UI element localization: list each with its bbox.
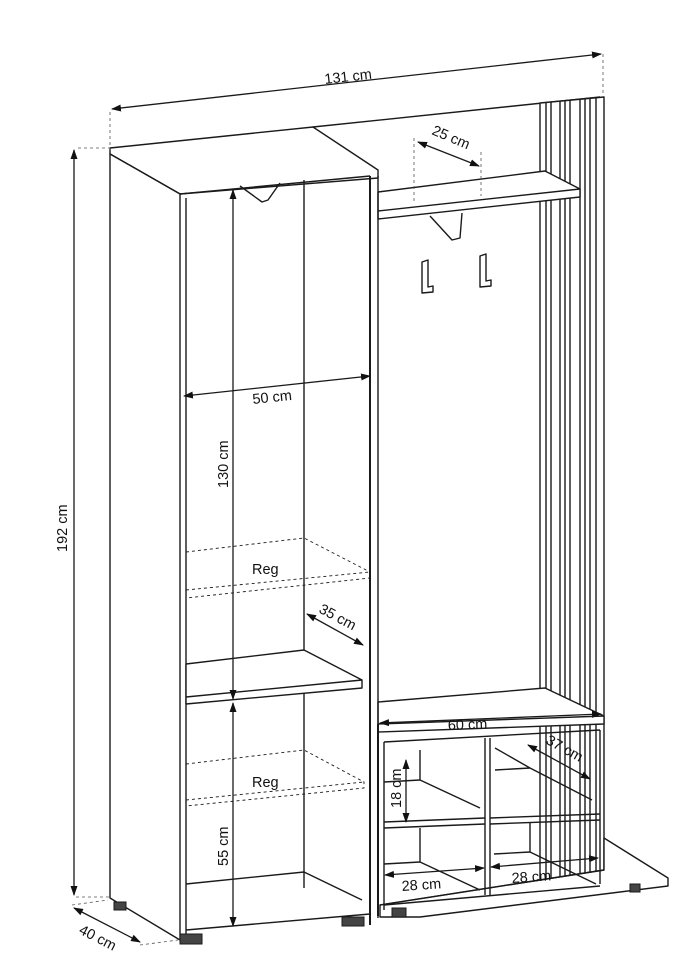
foot-rear — [629, 883, 641, 893]
dim-hat-shelf-depth: 25 cm — [417, 123, 480, 167]
dim-cubby-right-width: 28 cm — [490, 855, 599, 887]
adjustable-shelf-upper — [185, 537, 371, 599]
dim-wardrobe-width-label: 50 cm — [252, 388, 293, 408]
dim-wardrobe-upper-height-label: 130 cm — [216, 440, 232, 488]
dim-bench-width: 60 cm — [379, 710, 602, 734]
wardrobe — [109, 126, 379, 945]
dim-bench-width-label: 60 cm — [448, 717, 488, 734]
dim-cubby-height: 18 cm — [389, 759, 410, 823]
dim-wardrobe-lower-height-label: 55 cm — [216, 827, 232, 867]
coat-hook-left — [421, 259, 434, 294]
foot-bench — [391, 907, 407, 918]
dim-wardrobe-width: 50 cm — [183, 373, 371, 408]
dim-cubby-right-width-label: 28 cm — [511, 868, 552, 887]
dim-cubby-left-width: 28 cm — [384, 865, 485, 895]
dim-total-width-label: 131 cm — [324, 67, 373, 88]
adjustable-shelf-lower — [185, 749, 365, 807]
dim-total-height: 192 cm — [55, 147, 110, 898]
dim-total-height-label: 192 cm — [55, 504, 71, 552]
dim-wardrobe-lower-height: 55 cm — [216, 702, 237, 927]
floor-plinth — [379, 837, 669, 918]
dim-cubby-height-label: 18 cm — [389, 769, 405, 809]
dim-total-width: 131 cm — [109, 51, 604, 150]
adjustable-shelf-lower-label: Reg — [252, 775, 279, 791]
dim-wardrobe-upper-height: 130 cm — [216, 189, 237, 700]
dim-wardrobe-shelf-depth: 35 cm — [306, 601, 364, 646]
foot-front-right — [341, 916, 365, 927]
hat-shelf — [377, 138, 581, 241]
adjustable-shelf-upper-label: Reg — [252, 562, 279, 578]
coat-hook-right — [479, 253, 492, 288]
foot-back-left — [113, 901, 127, 911]
back-panel — [312, 96, 605, 886]
foot-front-left — [179, 933, 203, 945]
dim-cubby-left-width-label: 28 cm — [401, 876, 442, 895]
dim-wardrobe-shelf-depth-label: 35 cm — [316, 601, 358, 634]
